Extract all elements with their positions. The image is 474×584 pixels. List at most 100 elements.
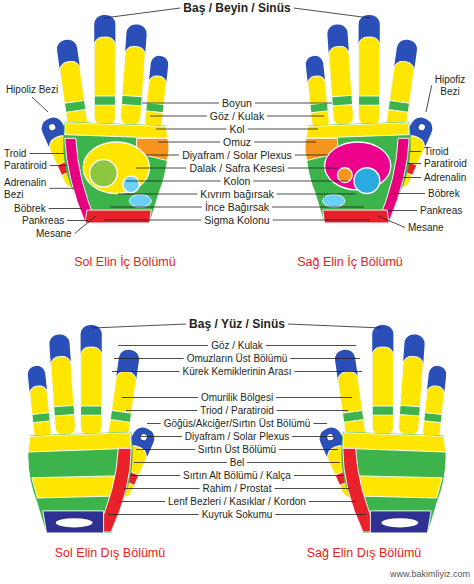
right-palm xyxy=(305,15,436,223)
leader-line xyxy=(247,462,340,463)
leader-line xyxy=(267,116,324,117)
zone-heading: Baş / Beyin / Sinüs xyxy=(152,2,322,16)
leader-line xyxy=(118,345,208,346)
zone-label: Kuyruk Sokumu xyxy=(157,509,317,521)
leader-line xyxy=(255,103,332,104)
leader-line xyxy=(158,142,220,143)
leader-line xyxy=(313,423,327,424)
leader-line xyxy=(136,449,195,450)
leader-line xyxy=(290,358,360,359)
leader-line xyxy=(118,194,197,195)
leader-line xyxy=(275,514,366,515)
zone-label: Göz / Kulak xyxy=(157,340,317,352)
leader-line xyxy=(292,436,334,437)
leader-line xyxy=(134,462,227,463)
zone-label: Tiroid xyxy=(424,146,472,158)
zone-label: Adrenalin Bezi xyxy=(4,177,54,200)
hand-caption: Sağ Elin İç Bölümü xyxy=(265,255,435,269)
zone-label: Mesane xyxy=(36,228,86,240)
leader-line xyxy=(266,345,356,346)
leader-line xyxy=(407,163,421,164)
leader-line xyxy=(104,8,180,18)
leader-line xyxy=(49,188,74,189)
zone-label: Göğüs/Akciğer/Sırtın Üst Bölümü xyxy=(152,418,322,430)
zone-label: Omuz xyxy=(168,136,306,148)
zone-label: Sırtın Alt Bölümü / Kalça xyxy=(157,470,317,482)
zone-label: Paratiroid xyxy=(4,160,54,172)
hand-caption: Sol Elin Dış Bölümü xyxy=(25,546,195,560)
leader-line xyxy=(114,358,184,359)
hand-caption: Sol Elin İç Bölümü xyxy=(40,255,210,269)
leader-line xyxy=(75,216,96,234)
leader-line xyxy=(126,410,197,411)
watermark: www.bakimliyiz.com xyxy=(340,569,470,579)
leader-line xyxy=(122,397,198,398)
leader-line xyxy=(277,410,348,411)
leader-line xyxy=(288,324,382,328)
leader-line xyxy=(279,449,338,450)
hand-shape xyxy=(38,15,169,223)
left-palm xyxy=(38,15,169,223)
leader-line xyxy=(32,97,48,112)
leader-line xyxy=(309,501,356,502)
zone-label: Bel xyxy=(157,457,317,469)
leader-line xyxy=(294,475,344,476)
zone-label: Boyun xyxy=(168,97,306,109)
zone-label: Lenf Bezleri / Kasıklar / Kordon xyxy=(152,496,322,508)
leader-line xyxy=(92,324,186,328)
leader-line xyxy=(140,436,182,437)
zone-label: Böbrek xyxy=(14,203,64,215)
zone-label: Hipofiz Bezi xyxy=(428,74,472,97)
leader-line xyxy=(388,210,417,211)
leader-line xyxy=(400,177,421,178)
leader-line xyxy=(426,85,432,112)
zone-label: Böbrek xyxy=(428,188,472,200)
zone-label: Sigma Kolonu xyxy=(168,214,306,226)
zone-label: Göz / Kulak xyxy=(168,110,306,122)
leader-line xyxy=(276,397,352,398)
leader-line xyxy=(156,129,226,130)
leader-line xyxy=(294,8,370,18)
zone-label: Triod / Paratiroid xyxy=(157,405,317,417)
leader-line xyxy=(394,193,425,194)
zone-label: Kıvrım bağırsak xyxy=(168,188,306,200)
leader-line xyxy=(378,216,405,228)
zone-label: Hipoliz Bezi xyxy=(1,84,63,96)
zone-label: Omurilik Bölgesi xyxy=(157,392,317,404)
gallbladder-zone xyxy=(354,168,380,194)
leader-line xyxy=(248,129,318,130)
leader-line xyxy=(112,371,180,372)
leader-line xyxy=(147,423,161,424)
zone-label: Troid xyxy=(4,148,54,160)
leader-line xyxy=(126,181,221,182)
leader-line xyxy=(142,103,219,104)
leader-line xyxy=(67,220,88,221)
leader-line xyxy=(275,488,351,489)
intestine-zone xyxy=(337,168,352,183)
zone-label: Paratiroid xyxy=(424,158,472,170)
leader-line xyxy=(295,155,328,156)
leader-line xyxy=(295,371,363,372)
leader-line xyxy=(124,488,200,489)
leader-line xyxy=(130,475,180,476)
zone-label: Pankreas xyxy=(22,215,72,227)
leader-line xyxy=(110,207,202,208)
leader-line xyxy=(29,153,64,154)
zone-label: Sırtın Üst Bölümü xyxy=(157,444,317,456)
zone-label: Dalak / Safra Kesesi xyxy=(168,162,306,174)
leader-line xyxy=(118,501,165,502)
hand-shape xyxy=(305,15,436,223)
leader-line xyxy=(150,116,207,117)
zone-label: Pankreas xyxy=(420,205,472,217)
zone-label: İnce Bağırsak xyxy=(168,201,306,213)
zone-label: Kol xyxy=(168,123,306,135)
leader-line xyxy=(273,220,370,221)
zone-label: Omuzların Üst Bölümü xyxy=(157,353,317,365)
leader-line xyxy=(272,207,364,208)
zone-label: Mesane xyxy=(408,222,468,234)
hand-caption: Sağ Elin Dış Bölümü xyxy=(279,546,449,560)
zone-label: Adrenalin xyxy=(424,172,472,184)
leader-line xyxy=(136,168,186,169)
stomach-zone xyxy=(90,159,118,187)
